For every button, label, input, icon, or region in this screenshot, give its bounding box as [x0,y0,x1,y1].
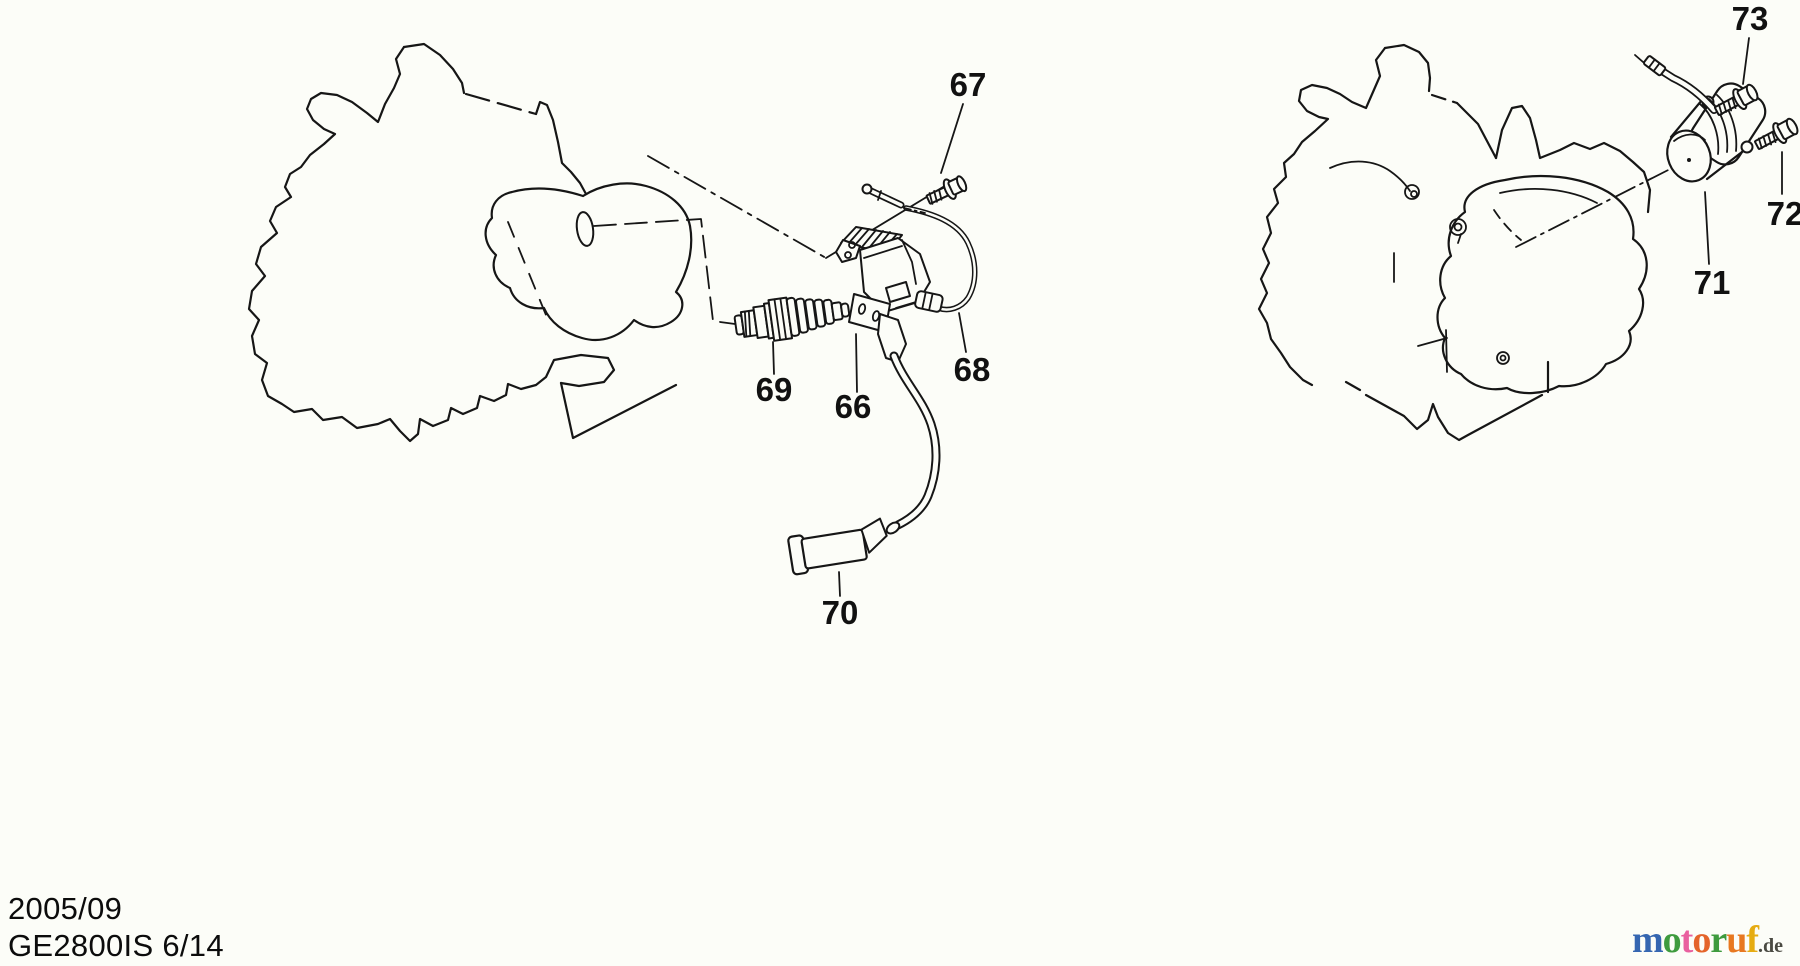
wire-tip [861,183,873,195]
alignment-dot [1687,158,1691,162]
part-label-66: 66 [835,388,872,425]
right-engine-outline [1257,43,1652,442]
logo-letter: f [1746,919,1759,961]
logo-letter: r [1710,919,1727,961]
leader-71 [1704,191,1710,265]
part-label-68: 68 [954,351,991,388]
leader-73 [1742,37,1750,85]
right-assembly: 73 72 71 [1257,0,1800,442]
leader-line-engine-to-solenoid [1515,161,1685,248]
solenoid-wire-connector [1643,55,1667,77]
part-label-71: 71 [1694,264,1731,301]
coil-plate [835,239,861,263]
logo-letter: o [1692,919,1711,961]
motoruf-logo: motoruf.de [1632,921,1783,959]
logo-suffix: .de [1757,935,1783,957]
high-tension-wire [885,351,941,535]
part-66-ignition-coil [835,226,931,363]
leader-69 [772,341,775,375]
logo-letter: u [1726,919,1747,961]
left-engine-outline [247,42,693,443]
part-71-solenoid [1634,54,1767,183]
part-label-69: 69 [756,371,793,408]
part-72-bolt [1754,117,1799,150]
part-68-wire [861,183,978,313]
revision-date: 2005/09 [8,891,123,926]
leader-66 [855,333,858,393]
part-67-bolt [925,175,968,205]
leader-67 [940,103,964,174]
logo-letter: o [1662,919,1682,961]
part-label-73: 73 [1732,0,1769,37]
part-label-72: 72 [1767,195,1800,232]
wire-open-end [885,521,901,535]
footer: 2005/09 GE2800IS 6/14 [8,890,224,964]
spark-plug-hole [575,211,595,247]
part-69-spark-plug [733,296,851,342]
leader-70 [838,571,841,597]
model-page-number: GE2800IS 6/14 [8,928,224,963]
part-label-70: 70 [822,594,859,631]
leader-line-hole-to-plug [593,218,736,325]
logo-letter: m [1632,919,1664,961]
flange-ear-hole-bottom [1740,140,1754,154]
part-label-67: 67 [950,66,987,103]
part-70-spark-plug-cap [787,517,888,576]
leader-68 [958,312,967,353]
solenoid-face [1666,129,1712,183]
leader-line-engine-to-coil [647,155,827,259]
part-73-bolt [1714,83,1759,116]
logo-letter: t [1680,919,1694,961]
left-assembly: 66 67 68 69 70 [247,42,991,631]
